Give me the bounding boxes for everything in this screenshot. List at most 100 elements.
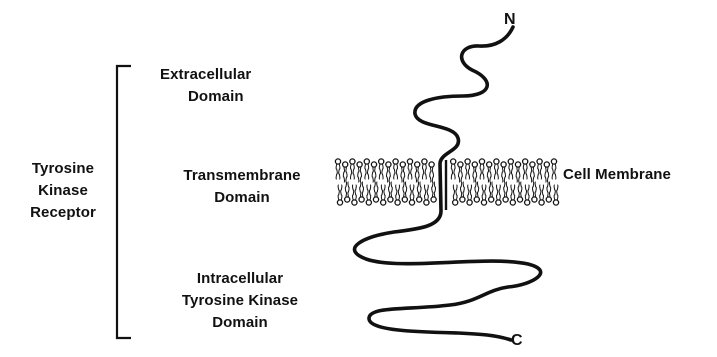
lipid-tail <box>360 182 361 197</box>
receptor-label-line: Receptor <box>8 202 118 224</box>
lipid-head <box>510 200 515 205</box>
lipid-tail <box>482 185 483 200</box>
lipid-tail <box>504 167 505 182</box>
lipid-tail <box>374 182 375 197</box>
lipid-head <box>523 159 528 164</box>
lipid-tail <box>540 164 541 179</box>
lipid-head <box>539 200 544 205</box>
lipid-tail <box>358 167 359 182</box>
lipid-tail <box>519 167 520 182</box>
lipid-tail <box>499 185 500 200</box>
receptor-label-line: Tyrosine <box>8 158 118 180</box>
lipid-tail <box>476 167 477 182</box>
lipid-head <box>424 200 429 205</box>
lipid-head <box>501 162 506 167</box>
lipid-tail <box>345 182 346 197</box>
lipid-tail <box>396 185 397 200</box>
lipid-head <box>517 197 522 202</box>
lipid-tail <box>528 185 529 200</box>
lipid-head <box>451 159 456 164</box>
lipid-head <box>366 200 371 205</box>
lipid-tail <box>509 164 510 179</box>
lipid-tail <box>535 182 536 197</box>
intracellular-label-line: Intracellular <box>150 268 330 290</box>
lipid-head <box>494 159 499 164</box>
lipid-tail <box>548 167 549 182</box>
lipid-tail <box>495 164 496 179</box>
lipid-head <box>453 200 458 205</box>
lipid-tail <box>490 167 491 182</box>
lipid-tail <box>434 182 435 197</box>
lipid-head <box>515 162 520 167</box>
lipid-head <box>532 197 537 202</box>
lipid-tail <box>406 182 407 197</box>
lipid-head <box>386 162 391 167</box>
lipid-head <box>359 197 364 202</box>
lipid-tail <box>353 164 354 179</box>
lipid-tail <box>341 185 342 200</box>
lipid-tail <box>533 167 534 182</box>
lipid-head <box>474 197 479 202</box>
lipid-tail <box>453 185 454 200</box>
lipid-tail <box>497 185 498 200</box>
lipid-head <box>481 200 486 205</box>
lipid-tail <box>456 185 457 200</box>
lipid-tail <box>362 182 363 197</box>
lipid-tail <box>423 164 424 179</box>
lipid-tail <box>417 182 418 197</box>
lipid-tail <box>360 167 361 182</box>
lipid-head <box>379 159 384 164</box>
lipid-tail <box>382 164 383 179</box>
lipid-tail <box>348 182 349 197</box>
lipid-tail <box>525 185 526 200</box>
lipid-tail <box>365 164 366 179</box>
lipid-tail <box>430 167 431 182</box>
lipid-tail <box>475 182 476 197</box>
cell-membrane-label: Cell Membrane <box>563 164 717 186</box>
lipid-tail <box>343 167 344 182</box>
lipid-head <box>371 162 376 167</box>
lipid-head <box>479 159 484 164</box>
lipid-tail <box>368 164 369 179</box>
lipid-head <box>537 159 542 164</box>
receptor-bracket <box>117 66 131 338</box>
lipid-tail <box>466 164 467 179</box>
lipid-tail <box>339 164 340 179</box>
lipid-tail <box>480 164 481 179</box>
lipid-head <box>415 162 420 167</box>
n-terminus-label: N <box>504 9 524 31</box>
lipid-tail <box>540 185 541 200</box>
intracellular-domain-label: Intracellular Tyrosine Kinase Domain <box>150 268 330 334</box>
lipid-tail <box>411 164 412 179</box>
lipid-tail <box>461 167 462 182</box>
lipid-tail <box>404 167 405 182</box>
lipid-tail <box>381 185 382 200</box>
extracellular-domain-label: Extracellular Domain <box>160 64 290 108</box>
lipid-tail <box>401 167 402 182</box>
lipid-tail <box>473 167 474 182</box>
lipid-head <box>409 200 414 205</box>
lipid-tail <box>533 182 534 197</box>
lipid-tail <box>384 185 385 200</box>
lipid-tail <box>432 167 433 182</box>
lipid-tail <box>518 182 519 197</box>
lipid-tail <box>370 185 371 200</box>
lipid-tail <box>418 167 419 182</box>
lipid-head <box>364 159 369 164</box>
lipid-head <box>417 197 422 202</box>
lipid-tail <box>526 164 527 179</box>
lipid-tail <box>523 164 524 179</box>
lipid-tail <box>545 167 546 182</box>
lipid-tail <box>504 182 505 197</box>
lipid-tail <box>550 182 551 197</box>
lipid-tail <box>511 185 512 200</box>
lipid-tail <box>408 164 409 179</box>
lipid-tail <box>547 182 548 197</box>
lipid-tail <box>497 164 498 179</box>
lipid-tail <box>420 182 421 197</box>
lipid-tail <box>531 167 532 182</box>
lipid-head <box>465 159 470 164</box>
lipid-tail <box>355 185 356 200</box>
lipid-tail <box>463 182 464 197</box>
transmembrane-domain-label: Transmembrane Domain <box>152 165 332 209</box>
